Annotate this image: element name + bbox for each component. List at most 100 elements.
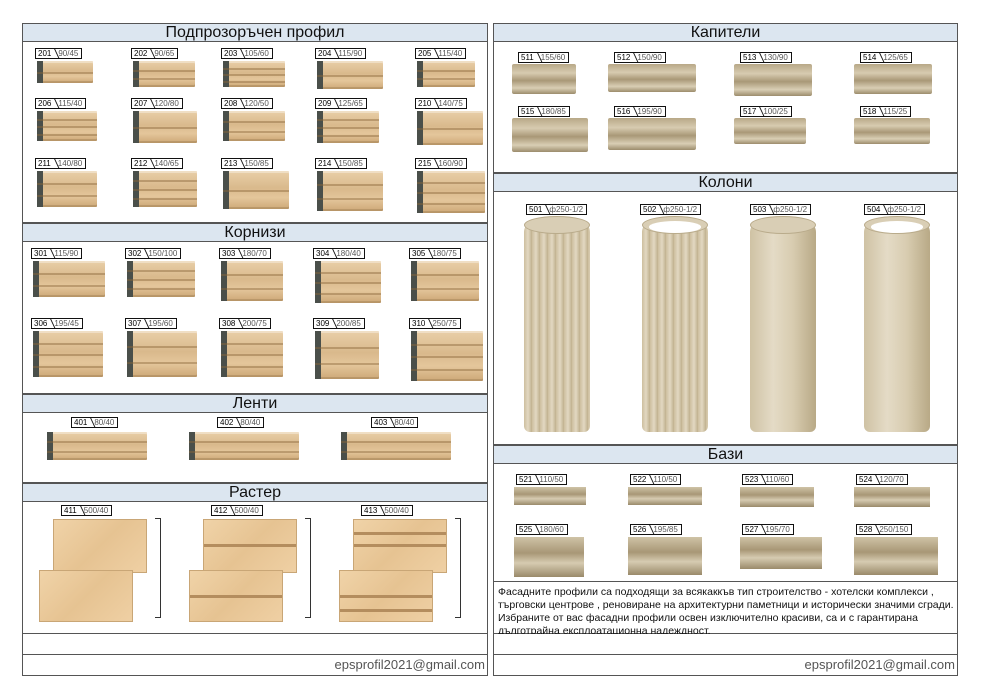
profile-groove [315, 347, 379, 349]
product-code: 503 [750, 204, 769, 215]
product-code: 513 [740, 52, 759, 63]
profile-groove [317, 127, 379, 129]
profile-end-section [37, 171, 43, 207]
product-code: 206 [35, 98, 54, 109]
product-dimensions: ф250-1/2 [658, 204, 702, 215]
profile-image [417, 171, 485, 213]
product-code: 205 [415, 48, 434, 59]
profile-end-section [33, 331, 39, 377]
base-image [514, 487, 586, 505]
product-code: 204 [315, 48, 334, 59]
product-code: 526 [630, 524, 649, 535]
profile-groove [47, 441, 147, 443]
product-dimensions: 115/90 [49, 248, 83, 259]
product-code: 215 [415, 158, 434, 169]
profile-image [317, 61, 383, 89]
product-code: 201 [35, 48, 54, 59]
product-code: 412 [211, 505, 230, 516]
profile-end-section [223, 171, 229, 209]
product-code: 209 [315, 98, 334, 109]
profile-groove [127, 279, 195, 281]
base-image [740, 537, 822, 569]
product-dimensions: 150/100 [143, 248, 182, 259]
profile-groove [223, 131, 285, 133]
profile-image [317, 171, 383, 211]
profile-image [315, 331, 379, 379]
product-dimensions: 195/70 [760, 524, 794, 535]
footer-right: epsprofil2021@gmail.com [493, 634, 958, 676]
profile-groove [37, 195, 97, 197]
profile-end-section [315, 261, 321, 303]
section-title-capitals: Капители [494, 23, 957, 42]
product-dimensions: 160/90 [433, 158, 467, 169]
profile-groove [223, 74, 285, 76]
email-right: epsprofil2021@gmail.com [804, 657, 956, 672]
column-top [524, 216, 590, 234]
product-dimensions: 180/85 [536, 106, 570, 117]
profile-end-section [411, 261, 417, 301]
profile-groove [33, 354, 103, 356]
profile-end-section [315, 331, 321, 379]
profile-image [33, 331, 103, 377]
profile-image [223, 171, 289, 209]
product-dimensions: 80/40 [89, 417, 119, 428]
product-dimensions: 105/60 [239, 48, 273, 59]
product-dimensions: ф250-1/2 [768, 204, 812, 215]
product-dimensions: 80/40 [235, 417, 265, 428]
product-code: 525 [516, 524, 535, 535]
capital-image [854, 118, 930, 144]
profile-image [417, 111, 483, 145]
section-title-bands: Ленти [23, 394, 487, 413]
profile-groove [221, 354, 283, 356]
product-code: 502 [640, 204, 659, 215]
profile-image [317, 111, 379, 143]
product-dimensions: 250/75 [427, 318, 461, 329]
profile-end-section [189, 432, 195, 460]
product-code: 301 [31, 248, 50, 259]
base-image [740, 487, 814, 507]
profile-image [133, 111, 197, 143]
profile-groove [133, 78, 195, 80]
product-dimensions: 110/50 [648, 474, 682, 485]
profile-image [411, 331, 483, 381]
profile-groove [417, 70, 475, 72]
product-code: 504 [864, 204, 883, 215]
profile-end-section [221, 331, 227, 377]
profile-groove [317, 75, 383, 77]
product-dimensions: 500/40 [379, 505, 413, 516]
product-code: 305 [409, 248, 428, 259]
section-title-raster: Растер [23, 483, 487, 502]
profile-image [37, 111, 97, 141]
profile-end-section [133, 171, 139, 207]
product-dimensions: 150/85 [239, 158, 273, 169]
board-joint [340, 595, 432, 598]
product-dimensions: 115/40 [53, 98, 87, 109]
column-image [750, 216, 816, 432]
product-code: 515 [518, 106, 537, 117]
base-image [628, 487, 702, 505]
profile-groove [317, 184, 383, 186]
profile-groove [37, 126, 97, 128]
profile-end-section [317, 61, 323, 89]
board-joint [354, 532, 446, 535]
